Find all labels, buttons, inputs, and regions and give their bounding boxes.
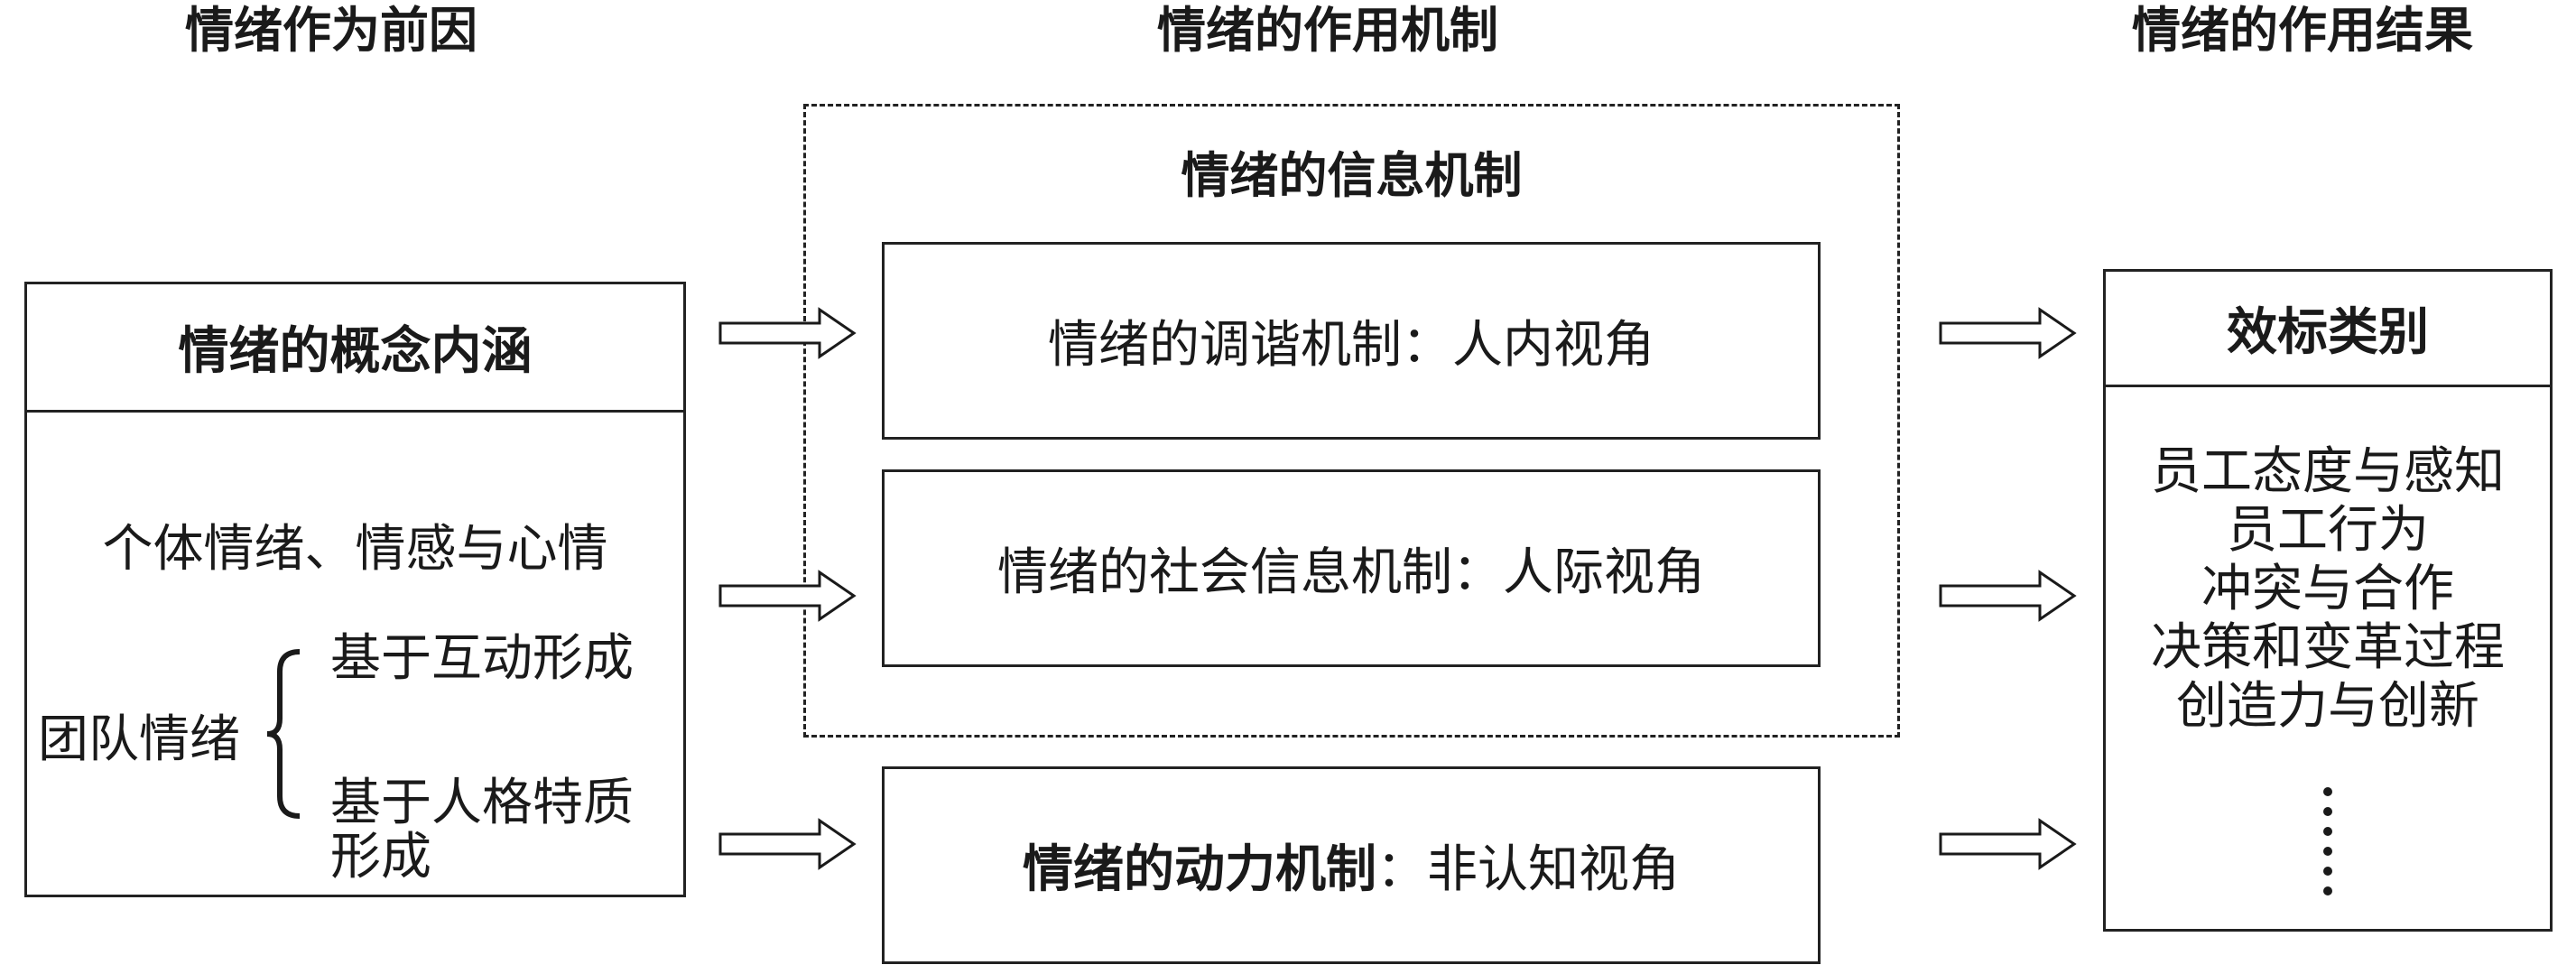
- team-basis-personality-cont: 形成: [330, 828, 431, 886]
- social-info-mechanism-box: 情绪的社会信息机制：人际视角: [882, 469, 1821, 667]
- dynamic-mechanism-perspective: ：非认知视角: [1376, 840, 1680, 899]
- criteria-title: 效标类别: [2227, 302, 2429, 362]
- hollow-arrow-icon: [1939, 307, 2077, 359]
- criteria-divider: [2103, 385, 2553, 387]
- concept-divider: [24, 410, 686, 413]
- information-mechanism-group: [803, 104, 1900, 738]
- team-emotion-label: 团队情绪: [38, 710, 240, 769]
- criteria-box: [2103, 269, 2553, 932]
- individual-emotion-text: 个体情绪、情感与心情: [102, 519, 608, 579]
- vertical-ellipsis-icon: [2323, 787, 2332, 895]
- hollow-arrow-icon: [718, 818, 857, 870]
- criteria-item: 冲突与合作: [2201, 560, 2454, 618]
- hollow-arrow-icon: [718, 570, 857, 622]
- hollow-arrow-icon: [718, 307, 857, 359]
- criteria-item: 创造力与创新: [2176, 677, 2479, 736]
- dynamic-mechanism-title: 情绪的动力机制: [1023, 840, 1376, 899]
- heading-antecedent: 情绪作为前因: [185, 2, 477, 59]
- regulation-mechanism-box: 情绪的调谐机制：人内视角: [882, 242, 1821, 440]
- criteria-item: 员工行为: [2227, 501, 2429, 560]
- team-basis-personality: 基于人格特质: [330, 774, 634, 832]
- criteria-item: 决策和变革过程: [2151, 618, 2505, 677]
- heading-mechanism: 情绪的作用机制: [1157, 2, 1498, 59]
- dynamic-mechanism-box: 情绪的动力机制：非认知视角: [882, 766, 1821, 964]
- team-basis-interaction: 基于互动形成: [330, 629, 634, 688]
- hollow-arrow-icon: [1939, 818, 2077, 870]
- information-mechanism-title: 情绪的信息机制: [1181, 147, 1523, 204]
- curly-brace-icon: [266, 649, 301, 819]
- concept-box: [24, 282, 686, 897]
- hollow-arrow-icon: [1939, 570, 2077, 622]
- concept-title: 情绪的概念内涵: [178, 321, 533, 381]
- heading-result: 情绪的作用结果: [2132, 2, 2473, 59]
- criteria-item: 员工态度与感知: [2151, 442, 2505, 501]
- criteria-list: 员工态度与感知 员工行为 冲突与合作 决策和变革过程 创造力与创新: [2103, 442, 2553, 736]
